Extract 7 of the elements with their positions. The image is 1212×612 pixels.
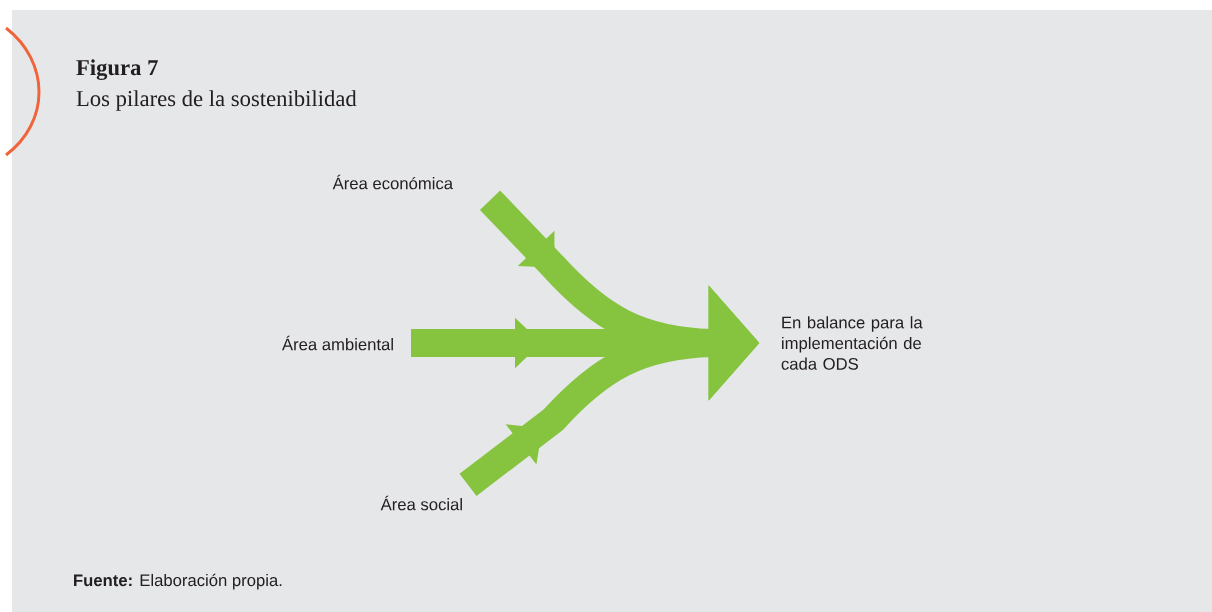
area-label: Área social xyxy=(380,495,462,511)
area-label: Área económica xyxy=(332,174,454,190)
figure-title: Figura 7 xyxy=(76,59,158,80)
source-note: Fuente: Elaboración propia. xyxy=(74,573,282,590)
figure-subtitle: Los pilares de la sostenibilidad xyxy=(76,90,357,111)
area-label: En balance para la implementación de cada ODS xyxy=(781,316,923,370)
area-label: Área ambiental xyxy=(282,335,393,351)
